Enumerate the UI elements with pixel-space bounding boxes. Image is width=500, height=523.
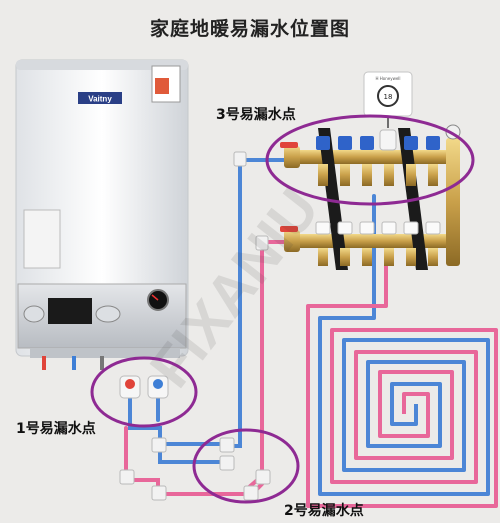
white-actuator — [379, 129, 397, 151]
thermostat-brand: H Honeywell — [375, 76, 400, 81]
fitting — [219, 437, 235, 453]
thermostat-reading: 18 — [384, 93, 393, 101]
boiler-top-edge — [16, 60, 188, 70]
supply-port — [428, 164, 438, 186]
blue-cap — [426, 136, 440, 150]
blue-cap — [338, 136, 352, 150]
leak-ring-3 — [265, 114, 475, 206]
blue-cap — [360, 136, 374, 150]
fitting — [255, 469, 271, 485]
end-column — [446, 138, 460, 266]
supply-port — [340, 164, 350, 186]
blue-bottom-pipe — [158, 442, 228, 464]
fitting — [151, 437, 167, 453]
thermostat-dial — [377, 85, 399, 107]
fitting — [233, 151, 247, 167]
leak-ring-1 — [90, 356, 198, 428]
leak-point-1-label: 1号易漏水点 — [16, 421, 96, 437]
lcd-screen — [48, 298, 92, 324]
right-control-button — [95, 305, 121, 323]
energy-label-bars — [155, 78, 169, 94]
diagram-title: 家庭地暖易漏水位置图 — [149, 18, 350, 40]
blue-cap — [404, 136, 418, 150]
white-cap — [315, 221, 331, 235]
white-cap — [425, 221, 441, 235]
pipe-fittings — [119, 151, 271, 501]
return-port — [428, 248, 438, 266]
boiler-valves — [119, 375, 169, 399]
return-port — [318, 248, 328, 266]
instruction-sticker — [23, 209, 61, 269]
boiler-logo-plate — [78, 92, 122, 104]
white-cap — [359, 221, 375, 235]
supply-bar — [290, 150, 454, 164]
leak-ring-2 — [192, 428, 300, 504]
red-handle-lower — [280, 226, 298, 232]
fitting — [119, 469, 135, 485]
red-handle-upper — [280, 142, 298, 148]
return-port — [384, 248, 394, 266]
wall-boiler: Vaitny — [15, 59, 189, 370]
left-control-button — [23, 305, 45, 323]
wall-thermostat: H Honeywell 18 — [363, 71, 413, 128]
return-port — [340, 248, 350, 266]
gauge-needle — [151, 294, 159, 301]
white-cap — [337, 221, 353, 235]
white-cap — [381, 221, 397, 235]
coil-pink-path — [306, 266, 498, 508]
fitting — [255, 235, 269, 251]
floor-heating-coil — [306, 266, 498, 508]
ball-valve-lower — [284, 230, 300, 252]
fitting — [219, 455, 235, 471]
fitting — [243, 485, 259, 501]
boiler-bottom — [30, 348, 180, 358]
outlet-blue — [72, 356, 76, 370]
supply-port — [384, 164, 394, 186]
leak-point-2-label: 2号易漏水点 — [284, 503, 364, 519]
ball-valve-upper — [284, 146, 300, 168]
coil-blue-path — [318, 266, 490, 496]
white-cap — [403, 221, 419, 235]
valve-handle-blue — [153, 379, 163, 389]
blue-cap — [316, 136, 330, 150]
supply-port — [318, 164, 328, 186]
valve-handle-red — [125, 379, 135, 389]
boiler-hot-out — [128, 390, 228, 446]
supply-ports — [316, 129, 440, 186]
boiler-brand: Vaitny — [88, 95, 112, 104]
fitting — [151, 485, 167, 501]
return-ports — [315, 221, 441, 266]
return-port — [362, 248, 372, 266]
outlet-red — [42, 356, 46, 370]
supply-port — [362, 164, 372, 186]
leak-point-3-label: 3号易漏水点 — [216, 107, 296, 123]
outlet-gray — [100, 356, 104, 370]
supply-port — [406, 164, 416, 186]
return-port — [406, 248, 416, 266]
